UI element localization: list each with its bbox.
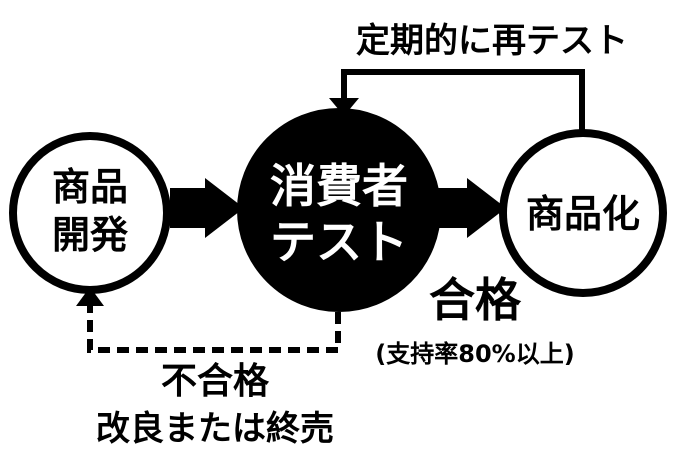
node-product-development: 商品 開発	[9, 132, 171, 294]
fail-arrowhead	[76, 287, 104, 306]
fail-loop-line	[87, 304, 341, 353]
retest-arrowhead	[329, 98, 359, 116]
node-development-line2: 開発	[52, 213, 129, 257]
node-development-line1: 商品	[52, 165, 128, 209]
retest-loop-line	[341, 69, 585, 132]
fail-sublabel: 改良または終売	[96, 409, 334, 449]
arrow-dev-to-test	[170, 178, 244, 238]
arrow-test-to-product	[436, 178, 506, 238]
node-consumer-test-line1: 消費者	[270, 159, 408, 213]
pass-sublabel: (支持率80%以上)	[375, 340, 574, 368]
pass-label: 合格	[429, 273, 522, 327]
node-consumer-test-line2: テスト	[270, 215, 408, 269]
fail-label: 不合格	[161, 361, 270, 402]
retest-label: 定期的に再テスト	[356, 21, 628, 61]
node-commercialization-label: 商品化	[526, 192, 640, 236]
node-commercialization: 商品化	[499, 129, 667, 297]
node-consumer-test: 消費者 テスト	[237, 108, 441, 312]
